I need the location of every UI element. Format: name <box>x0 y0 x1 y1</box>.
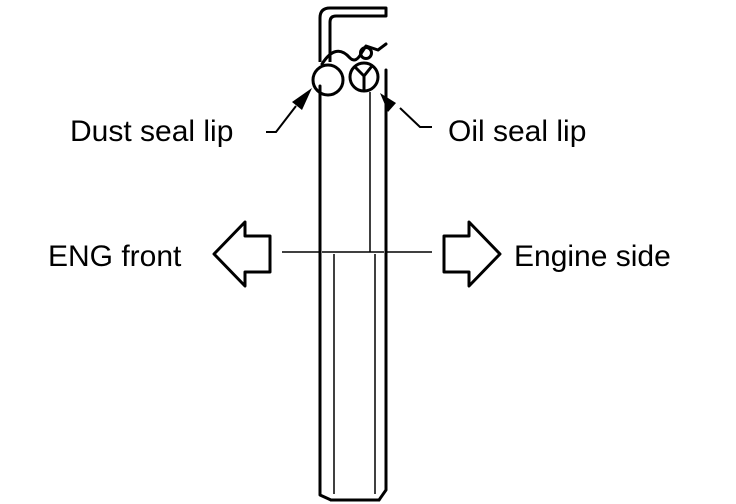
oil-seal-lip <box>348 61 380 93</box>
dust-seal-leader <box>266 88 312 133</box>
eng-front-label: ENG front <box>48 240 182 273</box>
engine-side-label: Engine side <box>514 240 671 273</box>
eng-front-arrow-icon <box>212 220 272 288</box>
oil-seal-lip-label: Oil seal lip <box>448 115 586 148</box>
oil-seal-leader <box>380 93 432 128</box>
dust-seal-lip <box>311 63 345 97</box>
seal-body <box>318 68 388 502</box>
seal-body-inner-lines <box>322 92 384 494</box>
seal-lips <box>320 42 388 66</box>
dust-seal-lip-label: Dust seal lip <box>70 115 233 148</box>
engine-side-arrow-icon <box>442 220 502 288</box>
metal-casing <box>318 6 388 62</box>
